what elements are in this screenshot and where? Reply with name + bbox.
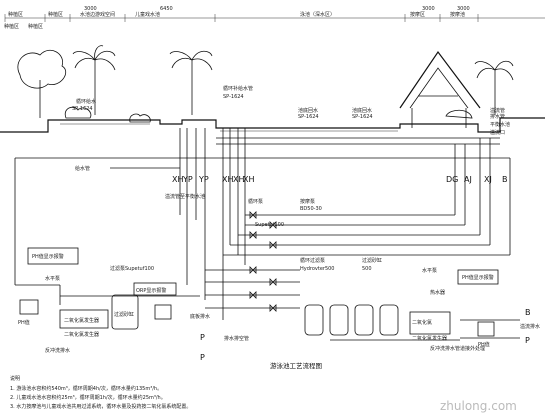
watermark: zhulong.com: [440, 399, 517, 413]
equipment-label: 平衡水池: [490, 121, 510, 128]
pipe-code: XJ: [484, 175, 492, 184]
pipe-label: 排水排空管: [224, 335, 249, 342]
zone-label: 种植区: [8, 11, 23, 18]
zone-dimension-band: 种植区 种植区 水池边游戏空间 儿童戏水池 泳池（深水区） 按摩区 按摩池 30…: [4, 6, 545, 22]
ph-alarm-box: PH值显示报警: [27, 247, 79, 265]
ph-alarm-label: PH值显示报警: [32, 253, 64, 260]
dimension-value: 3000: [84, 6, 97, 12]
pipe-label: 循环过滤泵: [300, 257, 325, 264]
dimension-value: 3000: [422, 6, 435, 12]
pipe-code: XH: [172, 175, 184, 184]
pipe-code: AJ: [464, 175, 472, 184]
pipe-label: 底板排水: [190, 313, 210, 320]
pipe-label: BD50-30: [300, 206, 322, 212]
filter-label: 过滤砂缸: [114, 311, 134, 318]
pipe-label: 给水管: [75, 165, 90, 172]
note-line: 3. 水力按摩池与儿童戏水池共用过滤系统，循环水量及投药按二氧化氯系统配置。: [10, 403, 191, 410]
equipment-label: SP-1624: [298, 114, 319, 120]
pipe-label: 溢流排水: [520, 323, 540, 330]
equipment-label: 池底回水: [352, 107, 372, 114]
equipment-label: 排水管: [490, 113, 505, 120]
tree-icon: [17, 49, 67, 118]
dimension-value: 6450: [160, 6, 173, 12]
notes-block: 说明 1. 游泳池水容积约540m³，循环周期4h/次，循环水量约135m³/h…: [10, 375, 191, 410]
pipe-label: 水平泵: [45, 275, 60, 282]
pipe-code: YP: [198, 175, 209, 184]
pipe-label: 过滤砂缸: [362, 257, 382, 264]
pipe-code: XH: [243, 175, 255, 184]
zone-label: 种植区: [4, 23, 19, 30]
palm-tree-icon: [169, 50, 213, 115]
equipment-label: 溢流口: [490, 129, 505, 136]
equipment-label: 循环给水: [76, 98, 96, 105]
pipe-code: XH: [233, 175, 245, 184]
zone-label: 种植区: [28, 23, 43, 30]
zone-label: 种植区: [48, 11, 63, 18]
equipment-label: SP-1624: [352, 114, 373, 120]
note-line: 2. 儿童戏水池水容积约25m³，循环周期1h/次，循环水量约25m³/h。: [10, 394, 166, 401]
tank-label: PH值: [478, 341, 490, 348]
pipe-label: 过滤泵Supetuf100: [110, 265, 154, 272]
equipment-label: 池底回水: [298, 107, 318, 114]
pavilion-icon: [399, 50, 481, 128]
pipe-code: P: [525, 336, 530, 345]
ozone-generator: 二氧化氯 二氧化氯发生器: [409, 311, 451, 342]
chemical-tank: PH值: [18, 299, 39, 326]
equipment-label: SP-1624: [72, 106, 93, 112]
filter-unit: 过滤砂缸: [111, 294, 139, 330]
pipe-label: 溢流管至平衡水池: [165, 193, 205, 200]
drawing-title: 游泳池工艺流程图: [270, 361, 322, 370]
pipe-label: 热水器: [430, 289, 445, 296]
tank-label: PH值: [18, 319, 30, 326]
pipe-code: P: [200, 333, 205, 342]
orp-alarm-label: ORP显示报警: [136, 287, 166, 294]
zone-label: 泳池（深水区）: [300, 11, 335, 18]
pipe-label: 500: [362, 266, 372, 272]
pipe-code: P: [200, 353, 205, 362]
palm-tree-icon: [474, 60, 514, 115]
pipe-label: 循环泵: [248, 198, 263, 205]
pipe-code: B: [502, 175, 508, 184]
ph-alarm-label: PH值显示报警: [462, 274, 494, 281]
pipe-label: 反冲洗排水: [45, 347, 70, 354]
equipment-label: SP-1624: [223, 94, 244, 100]
pipe-code-labels: XH YP YP XH XH XH DG AJ XJ B: [172, 175, 508, 184]
filter-tank-group: [304, 304, 399, 336]
pipe-label: Hydrovter500: [300, 266, 335, 272]
palm-tree-icon: [72, 45, 116, 115]
ph-alarm-box: PH值显示报警: [457, 269, 499, 285]
zone-label: 按摩区: [410, 11, 425, 18]
pipe-label: 水平泵: [422, 267, 437, 274]
generator-label: 二氧化氯发生器: [412, 335, 447, 342]
zone-label: 水池边游戏空间: [80, 11, 115, 18]
generator-label: 二氧化氯发生器: [64, 331, 99, 338]
pipe-label: 按摩泵: [300, 198, 315, 205]
pipe-label: Supetuf100: [255, 222, 284, 228]
chemical-tank: PH值: [477, 321, 495, 348]
orp-alarm-box: ORP显示报警: [133, 282, 177, 296]
pipe-network: [14, 128, 520, 341]
generator-label: 二氧化氯发生器: [64, 317, 99, 324]
pipe-code: XH: [222, 175, 234, 184]
valve-row: [249, 211, 277, 312]
dimension-value: 3000: [457, 6, 470, 12]
equipment-label: 循环补给水管: [223, 85, 253, 92]
ozone-generator: 二氧化氯发生器 二氧化氯发生器: [59, 309, 109, 338]
pipe-code: YP: [182, 175, 193, 184]
notes-heading: 说明: [10, 375, 20, 382]
pipe-code: DG: [446, 175, 458, 184]
equipment-label: 溢流管: [490, 107, 505, 114]
pool-section: [0, 117, 545, 145]
zone-label: 儿童戏水池: [135, 11, 160, 18]
generator-label: 二氧化氯: [412, 319, 432, 326]
zone-label: 按摩池: [450, 11, 465, 18]
pipe-code: B: [525, 308, 531, 317]
note-line: 1. 游泳池水容积约540m³，循环周期4h/次，循环水量约135m³/h。: [10, 385, 162, 392]
chemical-tank: [154, 304, 172, 320]
pipe-label: 反冲洗排水管道接外处理: [430, 345, 485, 352]
